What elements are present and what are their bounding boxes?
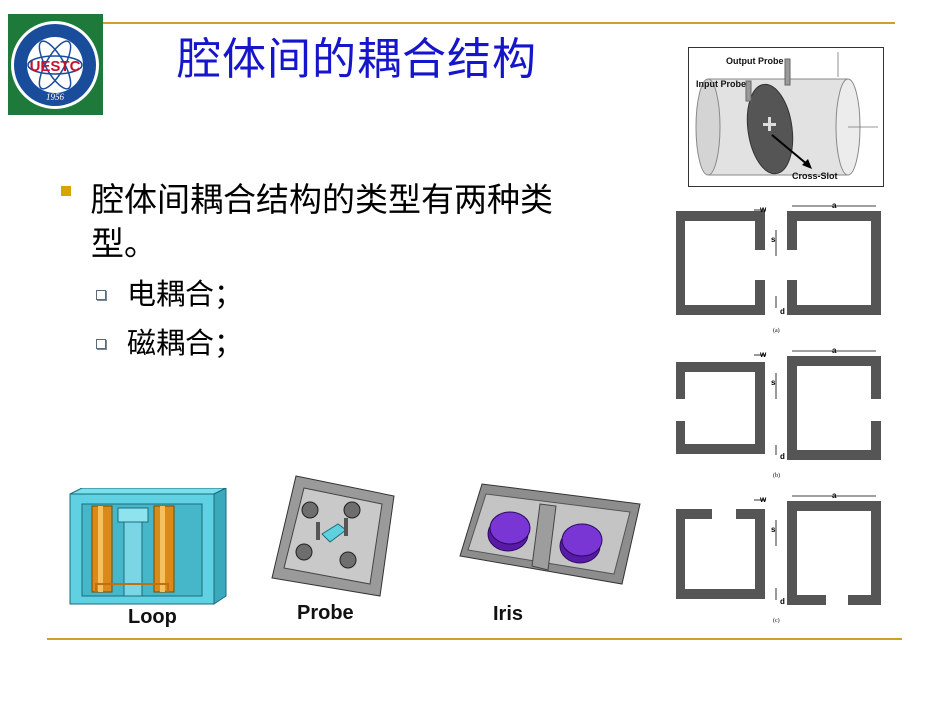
sub-bullet-marker xyxy=(96,290,106,300)
cross-slot-cavity-figure: Output Probe Input Probe Cross-Slot xyxy=(688,47,884,187)
bullet-marker xyxy=(61,186,71,196)
dimension-d: d xyxy=(780,307,785,316)
probe-caption: Probe xyxy=(297,602,354,624)
output-probe-label: Output Probe xyxy=(726,56,784,66)
dimension-d: d xyxy=(780,452,785,461)
cross-slot-label: Cross-Slot xyxy=(792,171,838,181)
dimension-d: d xyxy=(780,597,785,606)
figure-label-a: (a) xyxy=(773,327,780,334)
sub-bullet-magnetic: 磁耦合； xyxy=(127,326,244,360)
sub-bullet-electric: 电耦合； xyxy=(127,277,244,311)
logo-text: UESTC xyxy=(30,58,81,75)
dimension-s: s xyxy=(771,378,776,387)
probe-coupling-figure xyxy=(271,475,395,597)
top-divider xyxy=(100,22,895,24)
input-probe-label: Input Probe xyxy=(696,79,746,89)
bottom-divider xyxy=(47,638,902,640)
figure-label-b: (b) xyxy=(773,472,780,479)
dimension-a: a xyxy=(832,491,837,500)
page-title: 腔体间的耦合结构 xyxy=(177,34,537,85)
dimension-w: w xyxy=(759,350,767,359)
dimension-s: s xyxy=(771,525,776,534)
figure-label-c: (c) xyxy=(773,617,780,624)
loop-coupling-figure xyxy=(69,488,227,605)
sub-bullet-marker xyxy=(96,339,106,349)
resonator-figure-c: w a s d (c) xyxy=(676,491,881,624)
dimension-w: w xyxy=(759,205,767,214)
logo-year: 1956 xyxy=(46,92,65,102)
iris-coupling-figure xyxy=(459,483,641,585)
dimension-w: w xyxy=(759,495,767,504)
resonator-figure-a: w a s d (a) xyxy=(676,201,881,334)
iris-caption: Iris xyxy=(493,603,524,625)
dimension-a: a xyxy=(832,201,837,210)
dimension-s: s xyxy=(771,235,776,244)
loop-caption: Loop xyxy=(128,606,177,628)
main-bullet-text: 腔体间耦合结构的类型有两种类型。 xyxy=(91,180,553,263)
resonator-figure-b: w a s d (b) xyxy=(676,346,884,479)
uestc-logo: UESTC 1956 xyxy=(11,21,99,109)
dimension-a: a xyxy=(832,346,837,355)
